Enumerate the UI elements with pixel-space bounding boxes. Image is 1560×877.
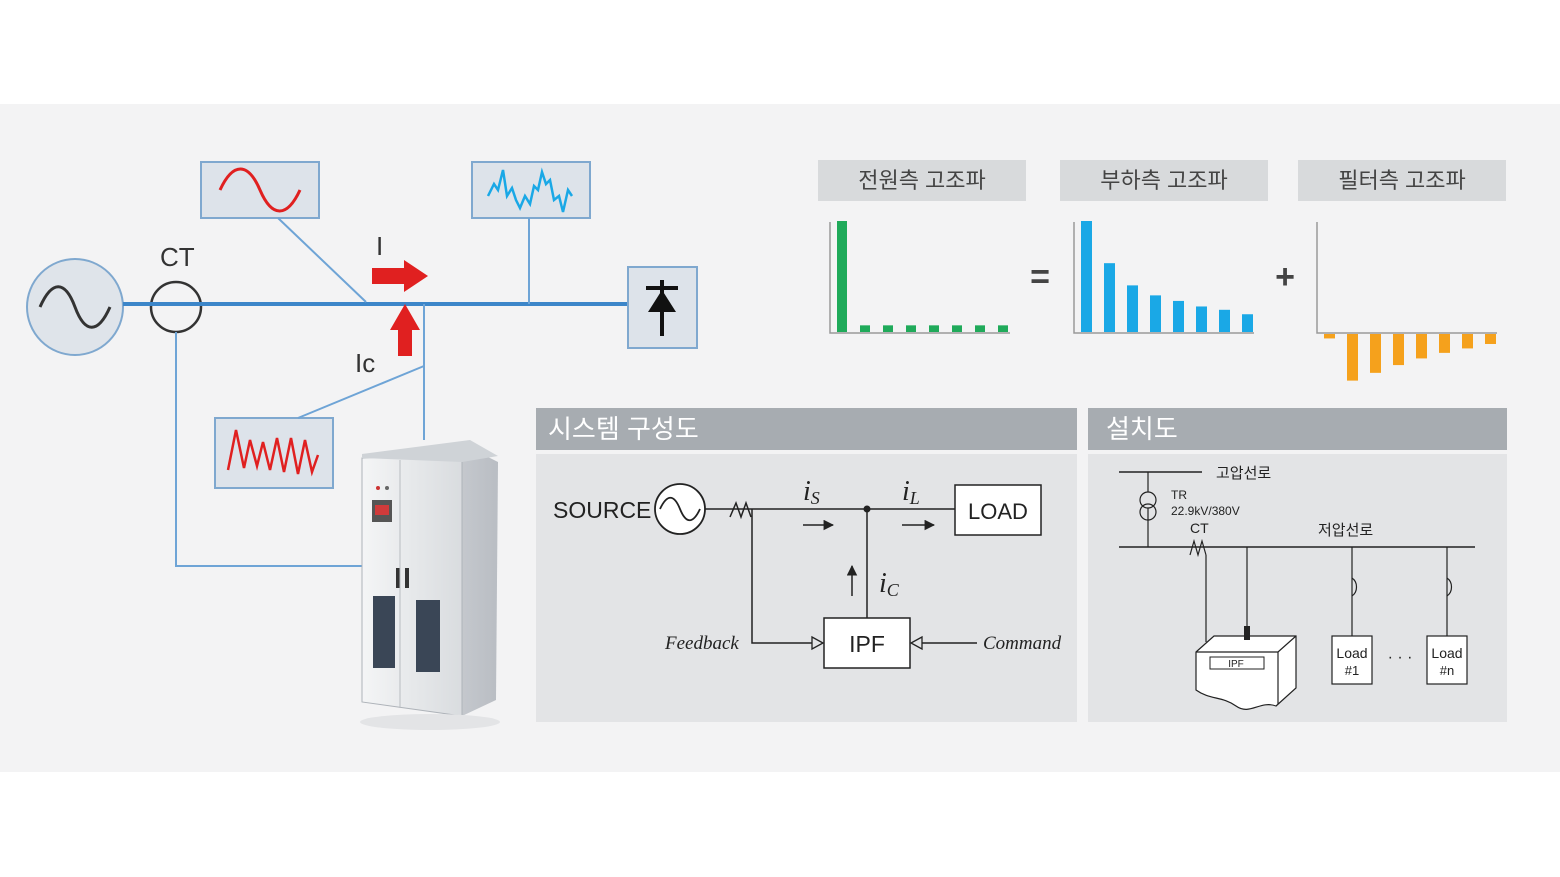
ipf-label: IPF (849, 631, 885, 657)
harmonics-section: 전원측 고조파 부하측 고조파 필터측 고조파 = + (818, 160, 1506, 381)
filter-chart-axes (1316, 222, 1497, 334)
ic-label: Ic (355, 348, 375, 378)
source-chart-axes (829, 222, 1010, 334)
load-harmonic-bar-2 (1104, 263, 1115, 332)
ct-coil-icon (729, 500, 752, 520)
load-chart-axes (1073, 222, 1254, 334)
ipf-cabinet-image (360, 440, 500, 730)
installation-panel: 설치도 고압선로 TR 22.9kV/380V CT 저압선로 IPF Load… (1088, 408, 1507, 722)
source-label: SOURCE (553, 497, 651, 523)
transformer-icon (1139, 491, 1157, 509)
source-harmonic-header (818, 160, 1026, 201)
filter-harmonic-header (1298, 160, 1506, 201)
loadn-label-a: Load (1431, 645, 1462, 661)
current-arrow-icon (372, 260, 428, 292)
filter-harmonic-bar-5 (1416, 334, 1427, 359)
filter-harmonic-bar-4 (1393, 334, 1404, 366)
source-harmonic-bar-1 (837, 221, 847, 332)
system-header (536, 408, 1077, 450)
load-harmonic-bars (1081, 221, 1253, 332)
source-harmonic-title: 전원측 고조파 (858, 168, 986, 193)
load-harmonic-bar-7 (1219, 309, 1230, 332)
feedback-line (751, 509, 812, 644)
il-label: iL (902, 476, 920, 508)
filter-harmonic-bar-7 (1462, 334, 1473, 349)
source-wave-pointer (277, 217, 367, 303)
feedback-label: Feedback (664, 633, 739, 654)
filter-harmonic-bar-1 (1324, 334, 1335, 339)
left-schematic: CT I Ic (26, 161, 698, 730)
filter-harmonic-bar-6 (1439, 334, 1450, 353)
load1-box (1331, 635, 1373, 685)
source-harmonic-bar-2 (860, 325, 870, 332)
load-harmonic-bar-1 (1081, 221, 1092, 332)
filter-harmonic-bar-3 (1370, 334, 1381, 373)
source-harmonic-bar-5 (929, 325, 939, 332)
load1-label-a: Load (1336, 645, 1367, 661)
source-harmonic-bar-8 (998, 325, 1008, 332)
filter-harmonic-title: 필터측 고조파 (1338, 168, 1466, 193)
ic-sawtooth-wave (226, 429, 320, 477)
load-harmonic-bar-6 (1196, 306, 1207, 332)
tr-rating: 22.9kV/380V (1171, 504, 1240, 518)
command-label: Command (983, 633, 1062, 654)
equals-sign: = (1030, 258, 1050, 296)
ct-label: CT (160, 242, 195, 272)
current-label: I (376, 231, 383, 261)
loadn-box (1426, 635, 1468, 685)
filter-harmonic-bar-2 (1347, 334, 1358, 381)
load-harmonic-bar-8 (1242, 314, 1253, 332)
load-harmonic-bar-3 (1127, 285, 1138, 332)
feedback-arrowhead (811, 635, 825, 651)
breaker-n-icon (1446, 577, 1453, 597)
source-harmonic-bar-4 (906, 325, 916, 332)
command-arrowhead (909, 635, 923, 651)
install-header (1088, 408, 1507, 450)
system-title: 시스템 구성도 (548, 414, 699, 444)
filter-harmonic-bar-8 (1485, 334, 1496, 344)
source-sine-wave (218, 167, 302, 213)
ipf-box (823, 617, 911, 669)
load-distorted-wave (486, 167, 574, 213)
ic-arrow-icon (390, 304, 420, 356)
install-ct-label: CT (1190, 520, 1209, 536)
source-harmonic-bar-7 (975, 325, 985, 332)
install-ct-icon (1189, 538, 1207, 558)
filter-harmonic-bars (1324, 334, 1496, 381)
load-harmonic-bar-5 (1173, 300, 1184, 332)
load-harmonic-title: 부하측 고조파 (1100, 168, 1228, 193)
system-config-panel: 시스템 구성도 SOURCE LOAD iS iL iC IPF Feedbac… (536, 408, 1077, 722)
ic-wave-pointer (297, 365, 425, 419)
tr-label: TR (1171, 488, 1187, 502)
sine-icon (38, 285, 112, 329)
plus-sign: + (1275, 258, 1295, 296)
source-harmonic-bar-3 (883, 325, 893, 332)
is-label: iS (803, 476, 820, 508)
diode-icon (646, 280, 678, 336)
source-harmonic-bar-6 (952, 325, 962, 332)
loadn-label-b: #n (1440, 663, 1454, 678)
install-ipf-unit: IPF (1195, 626, 1297, 710)
load-harmonic-header (1060, 160, 1268, 201)
load-ellipsis: · · · (1388, 649, 1413, 666)
install-title: 설치도 (1106, 414, 1178, 444)
install-ipf-label: IPF (1228, 659, 1244, 670)
breaker-icon (1351, 577, 1358, 597)
load-label: LOAD (968, 499, 1028, 524)
source-harmonic-bars (837, 221, 1008, 332)
load-box (954, 484, 1042, 536)
ct-wire (175, 332, 362, 567)
load-harmonic-bar-4 (1150, 295, 1161, 332)
hv-line-label: 고압선로 (1216, 465, 1271, 482)
load1-label-b: #1 (1345, 663, 1359, 678)
lv-line-label: 저압선로 (1318, 522, 1373, 539)
ic-sys-label: iC (879, 568, 900, 600)
